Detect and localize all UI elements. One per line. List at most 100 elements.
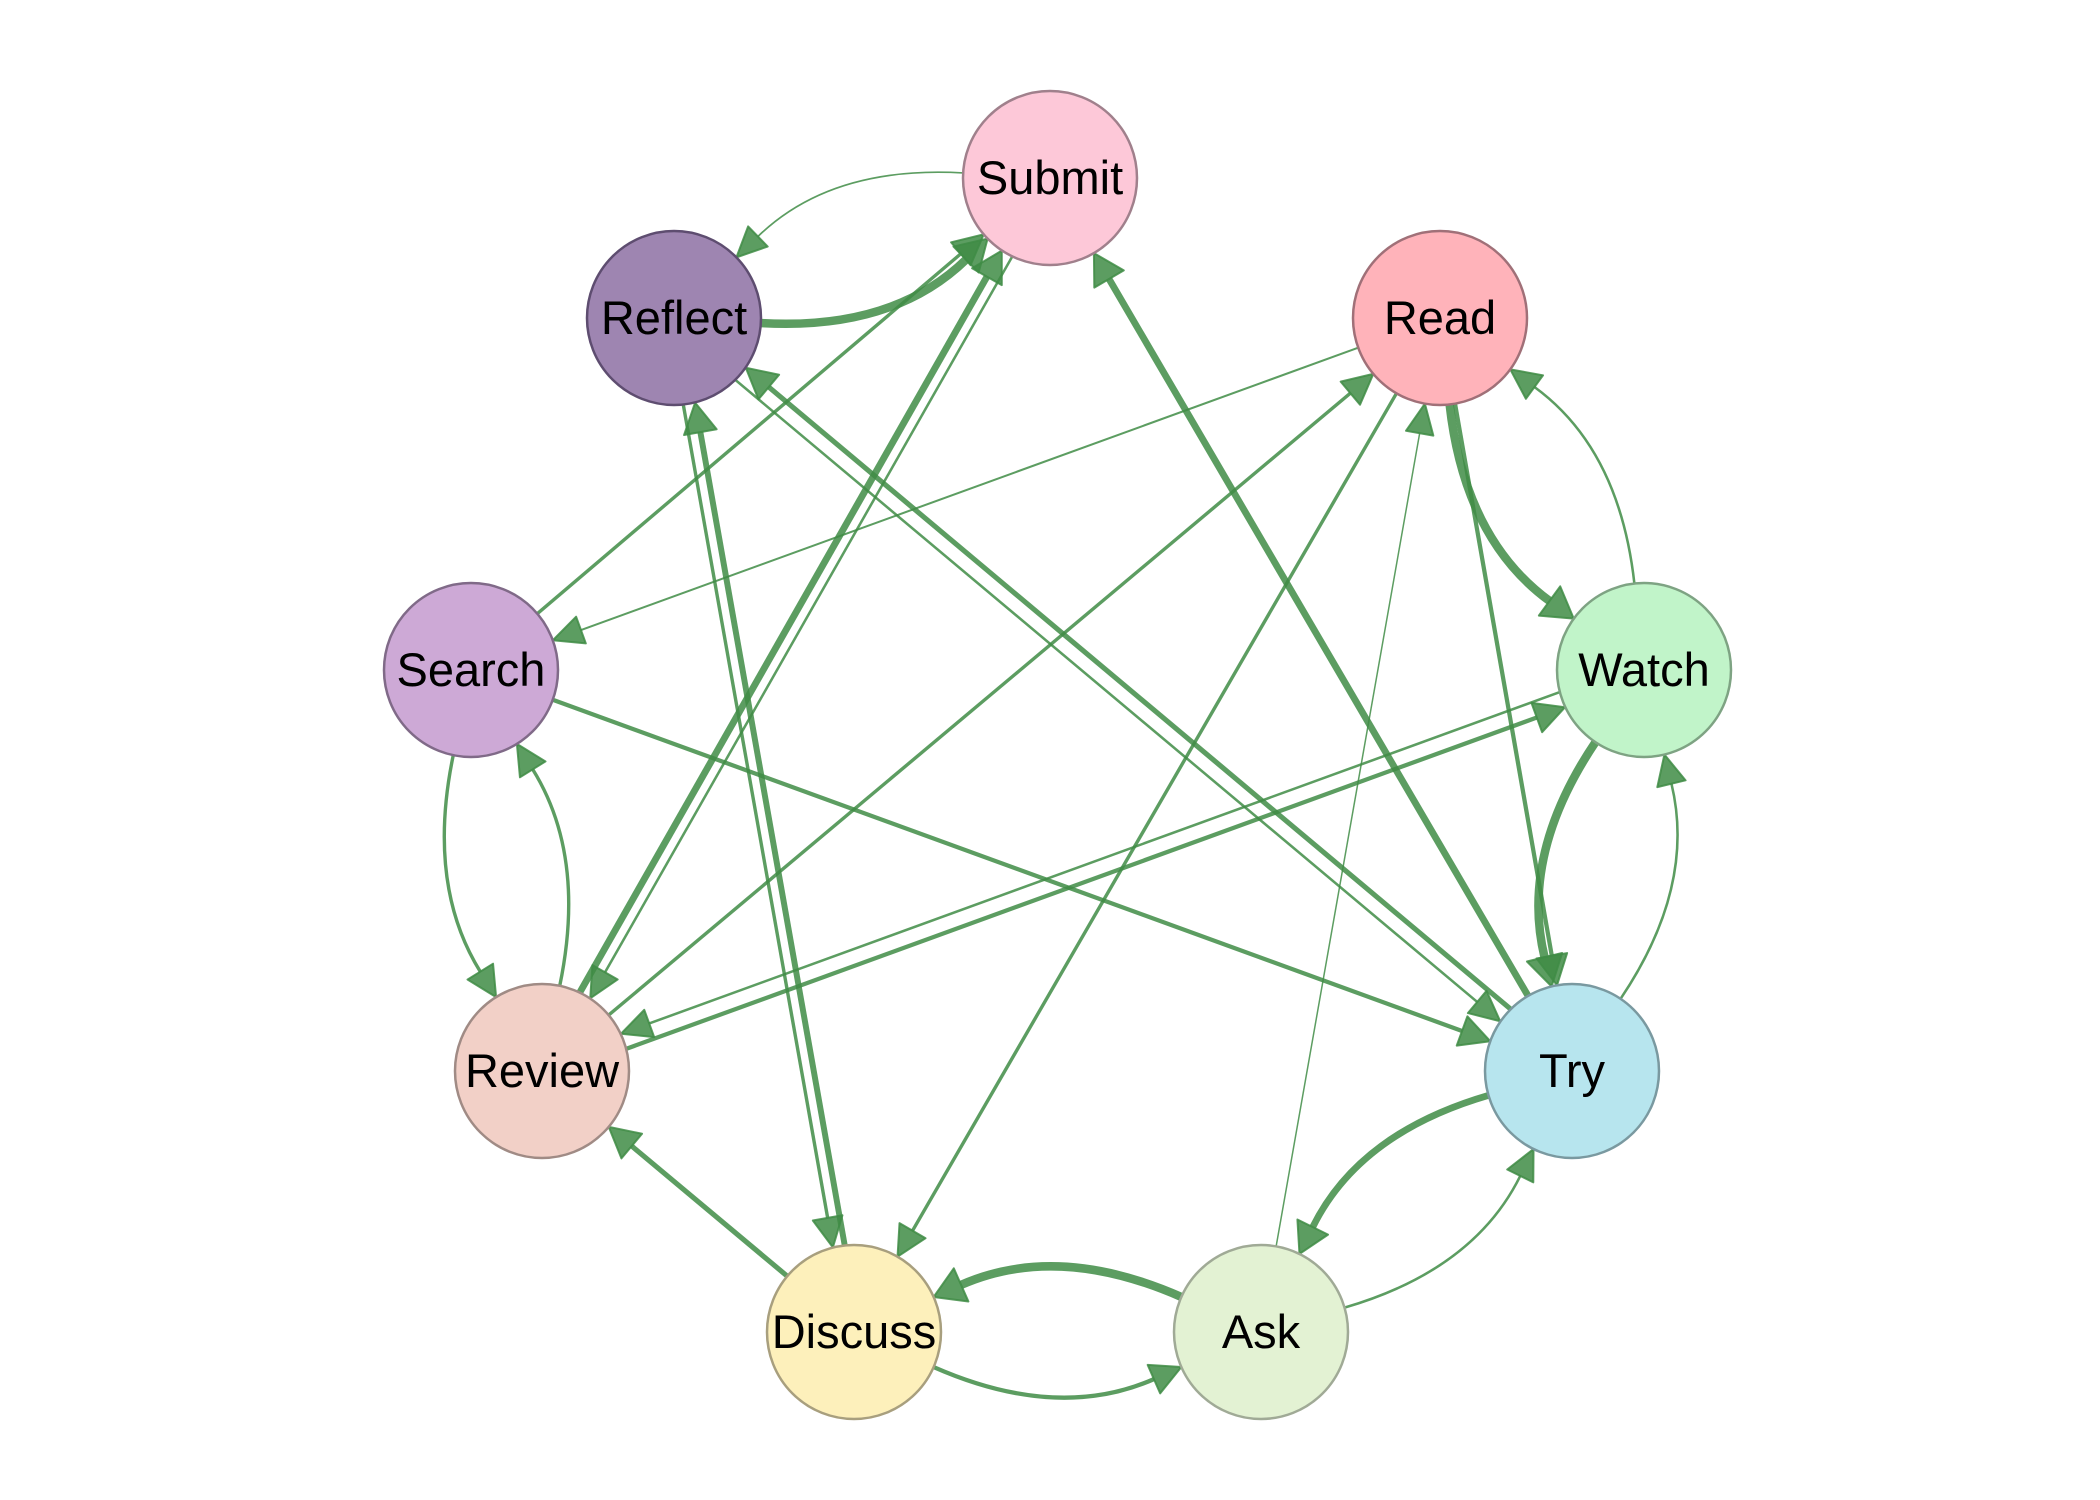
node-label: Read [1384, 291, 1496, 344]
arrowhead-icon [1404, 402, 1435, 437]
edge-watch-to-read [1509, 368, 1636, 584]
edge-line [1106, 277, 1532, 998]
edge-line [1344, 1175, 1522, 1309]
edge-line [911, 392, 1398, 1232]
edge-search-to-submit [536, 233, 985, 615]
node-circle[interactable] [585, 229, 763, 407]
node-circle[interactable] [382, 581, 560, 759]
edge-line [552, 697, 1463, 1033]
edge-submit-to-reflect [735, 171, 964, 259]
edge-search-to-try [552, 697, 1492, 1047]
arrowhead-icon [466, 962, 498, 999]
edge-try-to-submit [1092, 252, 1532, 998]
arrowhead-icon [515, 742, 547, 779]
edge-line [648, 691, 1560, 1025]
node-circle[interactable] [1555, 581, 1733, 759]
arrowhead-icon [1466, 989, 1502, 1023]
arrowhead-icon [1656, 753, 1687, 789]
node-watch[interactable]: Watch [1555, 581, 1733, 759]
edge-line [757, 171, 964, 238]
node-circle[interactable] [453, 982, 631, 1160]
arrowhead-icon [950, 233, 985, 267]
node-submit[interactable]: Submit [961, 89, 1139, 267]
edge-discuss-to-reflect [683, 401, 848, 1246]
node-discuss[interactable]: Discuss [765, 1243, 943, 1421]
node-label: Watch [1578, 643, 1709, 696]
edge-submit-to-review [589, 255, 1014, 1000]
node-circle[interactable] [1172, 1243, 1350, 1421]
arrowhead-icon [620, 1008, 656, 1039]
edge-review-to-submit [576, 249, 1003, 995]
edge-discuss-to-ask [932, 1363, 1183, 1400]
node-review[interactable]: Review [453, 982, 631, 1160]
node-label: Discuss [772, 1305, 937, 1358]
edge-line [734, 379, 1479, 1003]
edge-line [767, 385, 1513, 1011]
edge-discuss-to-review [607, 1125, 789, 1279]
arrowhead-icon [896, 1222, 927, 1258]
edges-layer [442, 171, 1687, 1400]
arrowhead-icon [1537, 585, 1575, 620]
edge-read-to-watch [1445, 403, 1575, 620]
arrowhead-icon [744, 366, 781, 401]
node-search[interactable]: Search [382, 581, 560, 759]
arrowhead-icon [1509, 368, 1545, 400]
arrowhead-icon [683, 401, 718, 437]
edge-line [607, 391, 1352, 1017]
edge-line [1275, 433, 1421, 1247]
node-label: Submit [977, 151, 1123, 204]
node-circle[interactable] [1483, 982, 1661, 1160]
arrowhead-icon [1146, 1363, 1183, 1395]
edge-read-to-discuss [896, 392, 1398, 1258]
arrowhead-icon [1525, 952, 1564, 988]
node-ask[interactable]: Ask [1172, 1243, 1350, 1421]
arrowhead-icon [607, 1125, 644, 1160]
arrowhead-icon [932, 1267, 970, 1303]
arrowhead-icon [1092, 252, 1125, 289]
node-circle[interactable] [1351, 229, 1529, 407]
edge-read-to-search [551, 346, 1359, 645]
edge-line [1533, 385, 1636, 584]
node-label: Reflect [601, 291, 747, 344]
node-reflect[interactable]: Reflect [585, 229, 763, 407]
arrowhead-icon [735, 225, 769, 259]
edge-try-to-reflect [744, 366, 1513, 1011]
edge-watch-to-review [620, 691, 1560, 1039]
edge-try-to-watch [1619, 753, 1687, 1000]
edge-line [625, 715, 1538, 1051]
arrowhead-icon [1296, 1218, 1330, 1255]
edge-watch-to-try [1525, 739, 1599, 988]
node-try[interactable]: Try [1483, 982, 1661, 1160]
edge-line [697, 431, 848, 1246]
edge-ask-to-read [1275, 402, 1435, 1247]
arrowhead-icon [1506, 1148, 1535, 1184]
edge-try-to-ask [1296, 1092, 1490, 1255]
edge-line [1309, 1092, 1490, 1229]
arrowhead-icon [1455, 1015, 1492, 1047]
node-label: Ask [1222, 1305, 1301, 1358]
edge-review-to-watch [625, 701, 1566, 1051]
node-circle[interactable] [961, 89, 1139, 267]
edge-line [932, 1365, 1155, 1400]
edge-reflect-to-try [734, 379, 1502, 1023]
edge-line [536, 252, 962, 615]
arrowhead-icon [1339, 372, 1375, 406]
edge-ask-to-try [1344, 1148, 1535, 1309]
edge-line [603, 255, 1014, 973]
arrowhead-icon [971, 249, 1003, 287]
edge-line [580, 346, 1359, 632]
arrowhead-icon [589, 964, 619, 1000]
edge-reflect-to-discuss [681, 404, 844, 1249]
edge-reflect-to-submit [760, 237, 989, 328]
arrowhead-icon [1530, 701, 1566, 734]
edge-line [760, 256, 970, 328]
edge-line [681, 404, 830, 1219]
edge-line [630, 1144, 789, 1279]
edge-review-to-read [607, 372, 1375, 1017]
node-circle[interactable] [765, 1243, 943, 1421]
edge-line [1534, 739, 1599, 959]
arrowhead-icon [811, 1214, 844, 1249]
node-read[interactable]: Read [1351, 229, 1529, 407]
